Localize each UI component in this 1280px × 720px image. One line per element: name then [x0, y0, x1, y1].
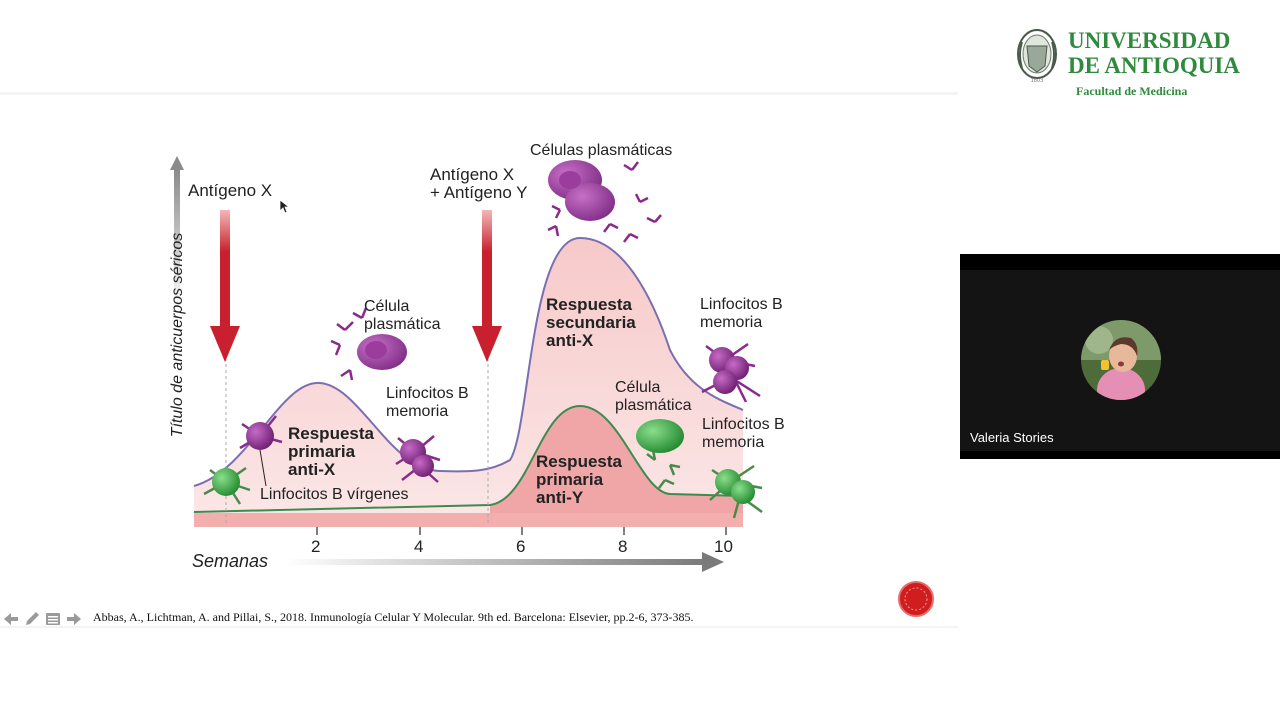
x-tick-2: 2 — [311, 537, 321, 556]
plasma-cell-primary-label: Célula plasmática — [364, 298, 440, 334]
video-participant-tile[interactable]: Valeria Stories — [960, 254, 1280, 459]
participant-avatar — [1081, 320, 1161, 400]
primary-y-response-area — [490, 406, 743, 516]
primary-plasma-cell-icon — [330, 307, 407, 381]
pen-icon[interactable] — [23, 610, 41, 628]
memory-b-mid-line-1: Linfocitos B — [386, 385, 469, 402]
video-bottom-bar — [960, 451, 1280, 459]
university-seal-icon: 1803 — [1017, 29, 1057, 84]
antigen-x-label: Antígeno X — [188, 181, 273, 200]
memory-b-low-line-1: Linfocitos B — [702, 416, 785, 433]
memory-b-cell-low-icon — [709, 464, 763, 519]
logo-line-2: DE ANTIOQUIA — [1068, 53, 1240, 78]
memory-b-low-label: Linfocitos B memoria — [702, 416, 785, 452]
video-top-bar — [960, 254, 1280, 270]
logo-line-1: UNIVERSIDAD — [1068, 28, 1231, 53]
svg-text:1803: 1803 — [1031, 78, 1044, 84]
memory-b-top-line-1: Linfocitos B — [700, 296, 783, 313]
participant-name: Valeria Stories — [970, 430, 1054, 445]
memory-b-top-label: Linfocitos B memoria — [700, 296, 783, 332]
menu-icon[interactable] — [44, 610, 62, 628]
memory-b-top-line-2: memoria — [700, 314, 763, 331]
faculty-name: Facultad de Medicina — [1076, 84, 1188, 98]
plasma-cell-y-icon — [636, 419, 684, 489]
y-axis-label: Título de anticuerpos séricos — [169, 232, 186, 438]
secondary-x-line-1: Respuesta — [546, 295, 632, 314]
slide-toolbar — [2, 610, 83, 628]
x-tick-6: 6 — [516, 537, 526, 556]
footer-divider — [0, 626, 958, 628]
plasma-cell-y-line-1: Célula — [615, 379, 661, 396]
memory-b-mid-label: Linfocitos B memoria — [386, 385, 469, 421]
baseline-band — [194, 513, 743, 527]
header-divider — [0, 92, 958, 95]
x-axis-arrow — [702, 552, 724, 572]
record-icon[interactable] — [898, 581, 934, 617]
antigen-xy-line-2: + Antígeno Y — [430, 183, 528, 202]
primary-y-line-2: primaria — [536, 470, 604, 489]
primary-y-line-1: Respuesta — [536, 452, 622, 471]
primary-x-line-3: anti-X — [288, 460, 336, 479]
primary-x-line-1: Respuesta — [288, 424, 374, 443]
antigen-xy-label: Antígeno X + Antígeno Y — [430, 166, 528, 202]
x-tick-8: 8 — [618, 537, 628, 556]
naive-b-cell-icon — [203, 466, 251, 505]
y-axis-arrow — [170, 156, 184, 170]
secondary-x-line-3: anti-X — [546, 331, 594, 350]
naive-b-label: Linfocitos B vírgenes — [260, 486, 409, 503]
memory-b-mid-line-2: memoria — [386, 403, 449, 420]
antibody-response-figure: Título de anticuerpos séricos Antígeno X… — [150, 130, 810, 580]
citation-text: Abbas, A., Lichtman, A. and Pillai, S., … — [93, 610, 694, 624]
primary-x-response-curve — [193, 236, 744, 487]
university-name: UNIVERSIDAD DE ANTIOQUIA — [1068, 28, 1240, 78]
plasma-cell-primary-line-2: plasmática — [364, 316, 441, 333]
arrow-left-icon[interactable] — [2, 610, 20, 628]
plasma-cell-primary-line-1: Célula — [364, 298, 410, 315]
primary-x-response-area — [194, 238, 743, 516]
memory-b-cell-top-icon — [701, 342, 761, 403]
x-axis-label: Semanas — [192, 551, 269, 571]
plasma-cell-y-line-2: plasmática — [615, 397, 692, 414]
x-tick-4: 4 — [414, 537, 424, 556]
primary-x-line-2: primaria — [288, 442, 356, 461]
activated-b-cell-icon — [239, 415, 283, 450]
plasma-cell-y-label: Célula plasmática — [615, 379, 691, 415]
primary-y-response-label: Respuesta primaria anti-Y — [536, 453, 622, 507]
mouse-cursor-icon — [280, 200, 290, 214]
arrow-right-icon[interactable] — [65, 610, 83, 628]
memory-b-cell-mid-icon — [395, 435, 441, 483]
secondary-x-line-2: secundaria — [546, 313, 636, 332]
primary-y-line-3: anti-Y — [536, 488, 584, 507]
antigen-x-arrow — [210, 326, 240, 362]
figure-graphics — [170, 156, 763, 572]
x-tick-10: 10 — [714, 537, 733, 556]
antigen-xy-line-1: Antígeno X — [430, 165, 515, 184]
memory-b-low-line-2: memoria — [702, 434, 765, 451]
plasma-cells-cluster-icon — [547, 160, 662, 243]
university-logo: 1803 UNIVERSIDAD DE ANTIOQUIA Facultad d… — [1014, 24, 1264, 104]
secondary-x-response-label: Respuesta secundaria anti-X — [546, 296, 636, 350]
primary-y-response-curve — [193, 404, 744, 513]
plasma-cells-top-label: Células plasmáticas — [530, 142, 673, 159]
primary-x-response-label: Respuesta primaria anti-X — [288, 425, 374, 479]
antigen-xy-arrow — [472, 326, 502, 362]
